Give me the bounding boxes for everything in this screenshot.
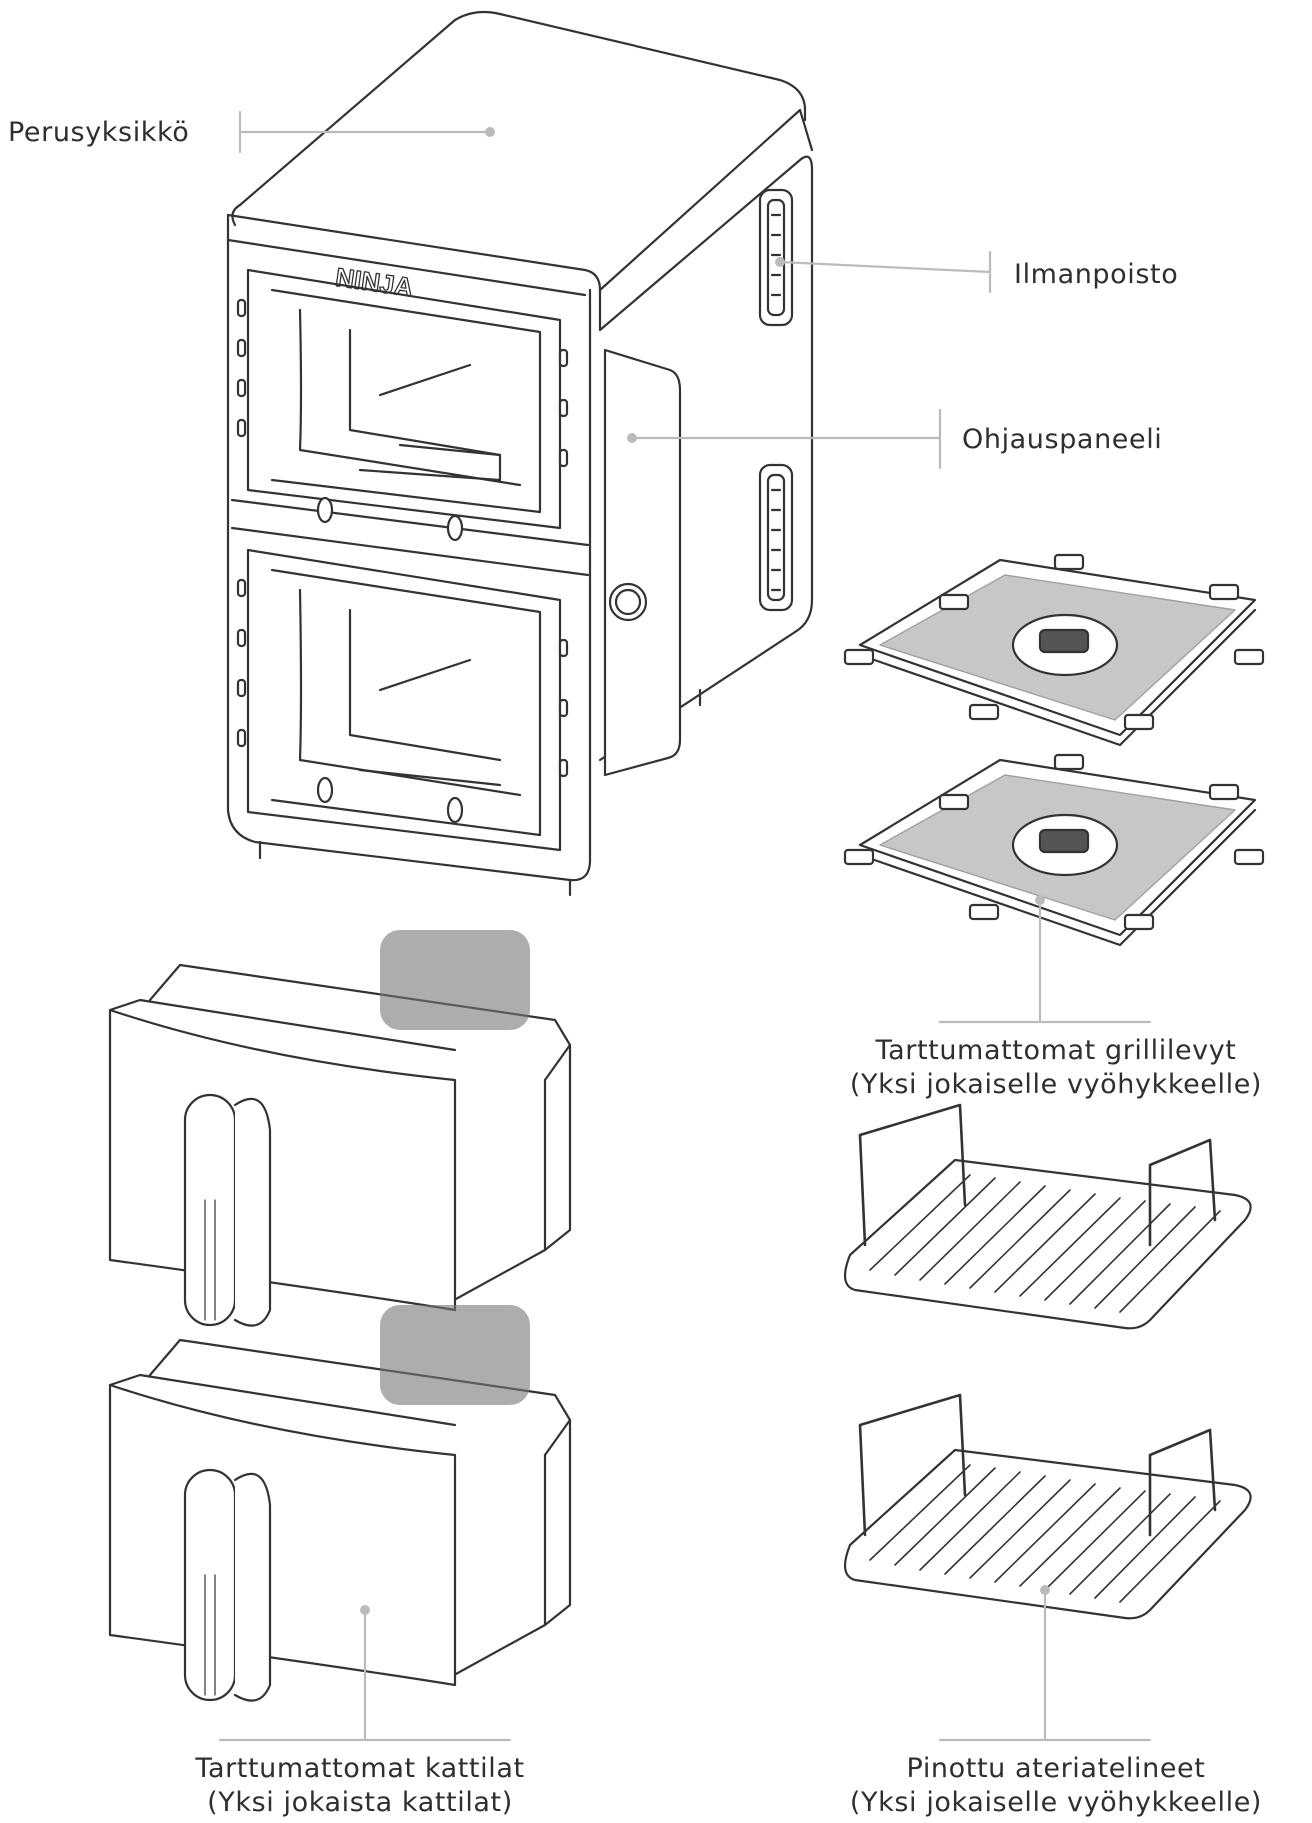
label-racks: Pinottu ateriatelineet (Yksi jokaiselle … (806, 1752, 1306, 1820)
label-pots: Tarttumattomat kattilat (Yksi jokaista k… (110, 1752, 610, 1820)
pots (108, 930, 572, 1702)
label-grill-plates-line1: Tarttumattomat grillilevyt (875, 1035, 1237, 1066)
label-vent: Ilmanpoisto (1014, 259, 1179, 290)
label-grill-plates: Tarttumattomat grillilevyt (Yksi jokaise… (806, 1034, 1306, 1102)
grill-plate-top (843, 553, 1265, 747)
racks (843, 1103, 1252, 1620)
rack-top (843, 1103, 1252, 1330)
label-grill-plates-line2: (Yksi jokaiselle vyöhykkeelle) (849, 1069, 1263, 1100)
label-pots-line2: (Yksi jokaista kattilat) (207, 1787, 513, 1818)
label-pots-line1: Tarttumattomat kattilat (195, 1753, 525, 1784)
label-racks-line1: Pinottu ateriatelineet (906, 1753, 1206, 1784)
pot-top (108, 930, 572, 1327)
base-unit: NINJA (226, 10, 814, 897)
pot-bottom (108, 1305, 572, 1702)
label-racks-line2: (Yksi jokaiselle vyöhykkeelle) (849, 1787, 1263, 1818)
grill-plates (843, 553, 1265, 947)
label-control-panel: Ohjauspaneeli (962, 424, 1163, 455)
leader-lines (218, 110, 1152, 1742)
rack-bottom (843, 1393, 1252, 1620)
grill-plate-bottom (843, 753, 1265, 947)
label-base-unit: Perusyksikkö (8, 117, 190, 148)
